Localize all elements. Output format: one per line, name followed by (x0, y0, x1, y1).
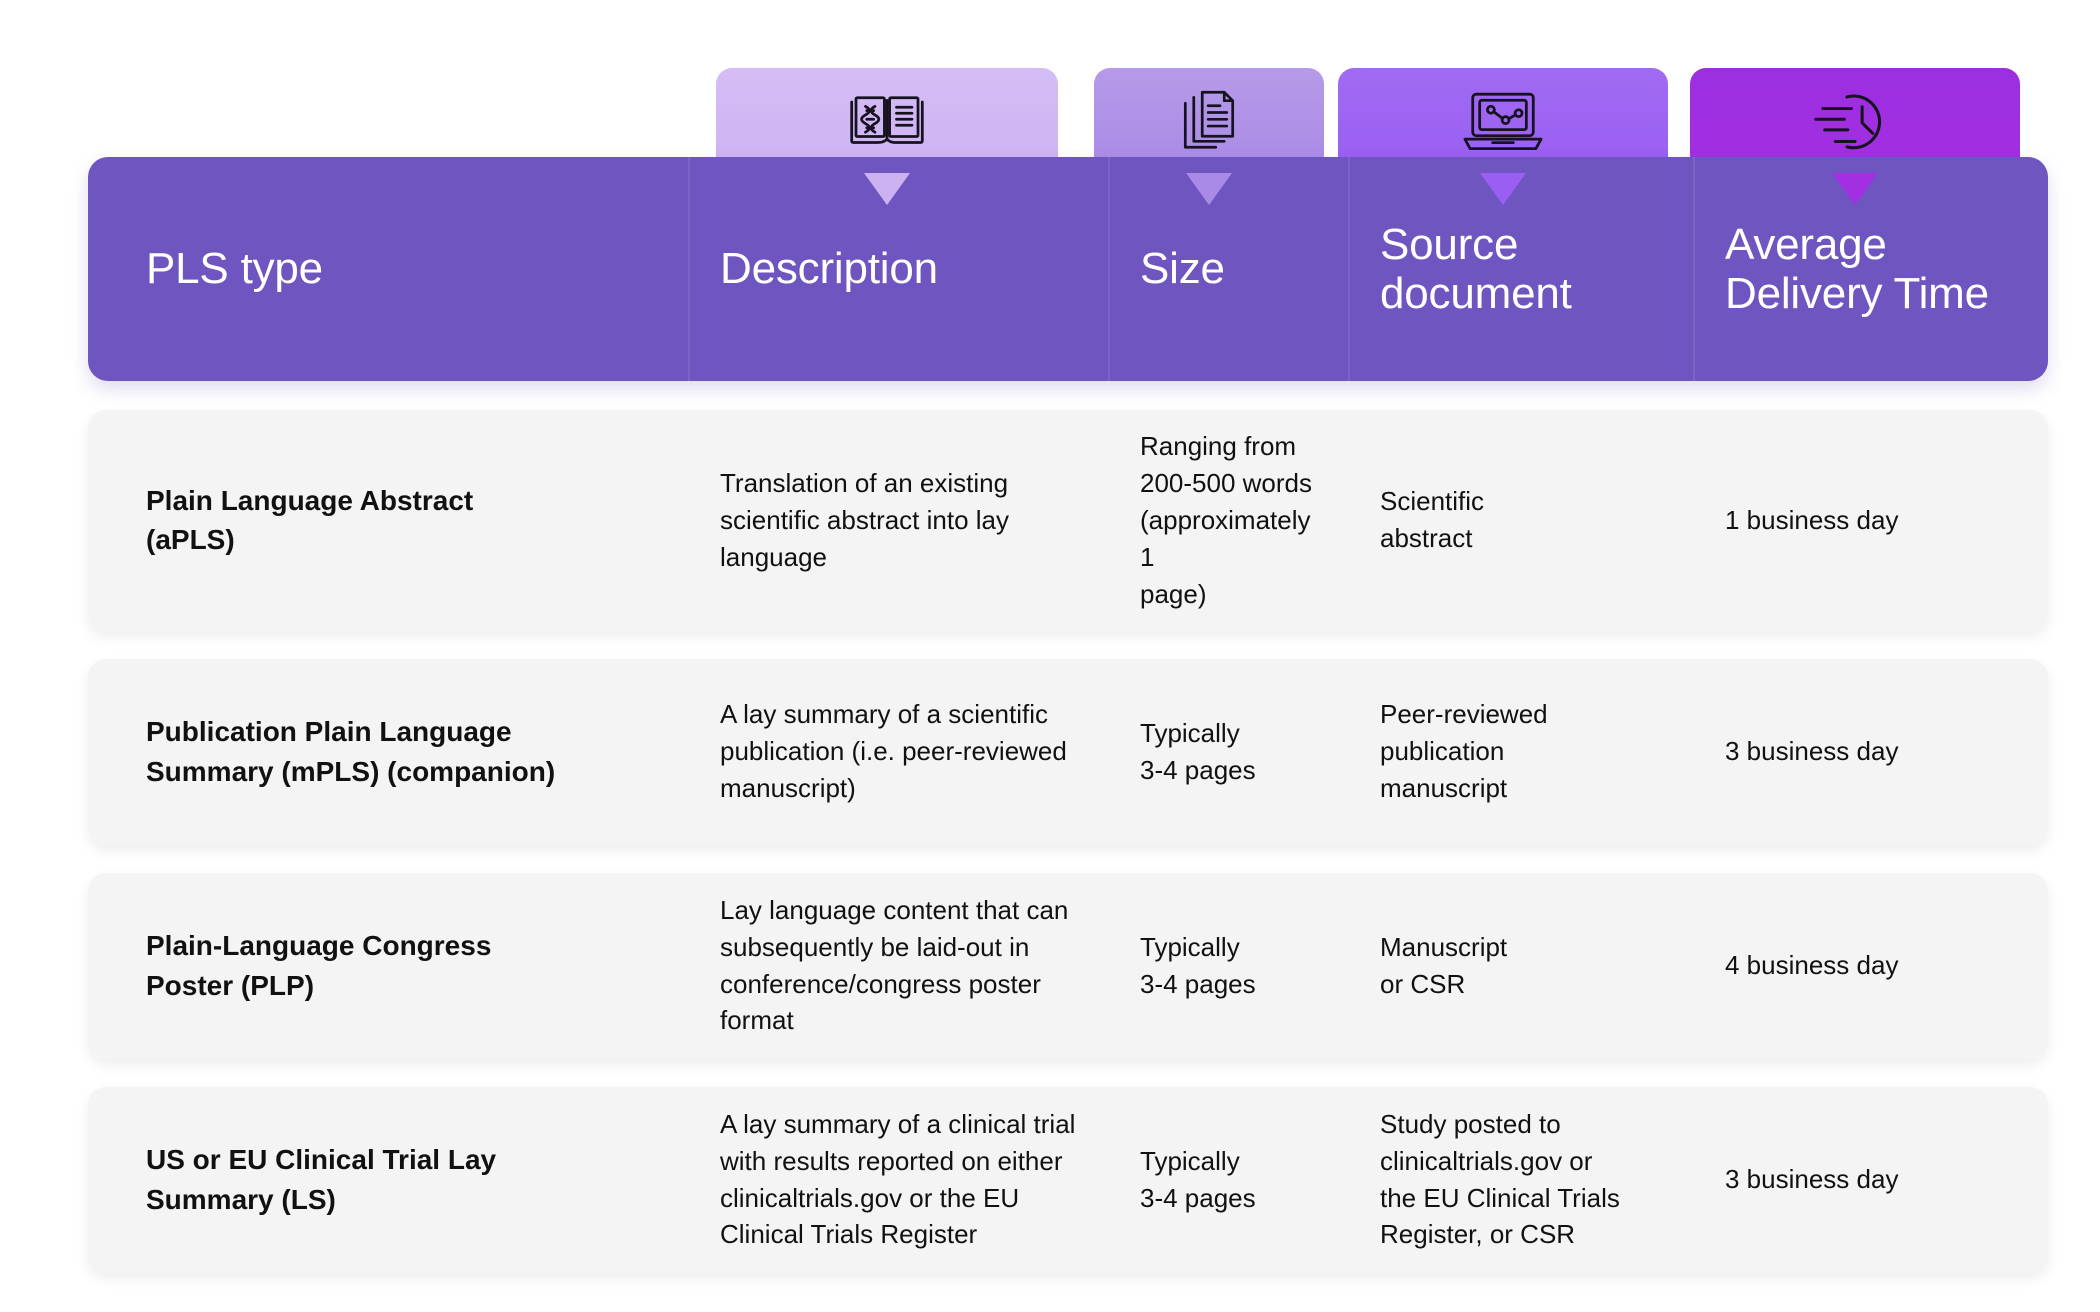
cell-text: 1 business day (1725, 504, 1899, 535)
cell-source-document: Scientific abstract (1348, 465, 1693, 575)
cell-text: Translation of an existing scientific ab… (720, 467, 1010, 572)
cell-text: Publication Plain Language Summary (mPLS… (146, 715, 556, 787)
cell-pls-type: Publication Plain Language Summary (mPLS… (88, 694, 688, 810)
cell-text: Manuscript or CSR (1380, 931, 1508, 999)
cell-description: Lay language content that can subsequent… (688, 874, 1108, 1058)
cell-pls-type: US or EU Clinical Trial Lay Summary (LS) (88, 1122, 688, 1238)
cell-size: Typically 3-4 pages (1108, 1125, 1348, 1235)
cell-delivery-time: 4 business day (1693, 929, 2048, 1002)
cell-text: Typically 3-4 pages (1140, 717, 1256, 785)
cell-delivery-time: 3 business day (1693, 1143, 2048, 1216)
cell-source-document: Study posted to clinicaltrials.gov or th… (1348, 1088, 1693, 1272)
cell-text: Typically 3-4 pages (1140, 931, 1256, 999)
tab-strip (0, 68, 2100, 173)
cell-delivery-time: 3 business day (1693, 715, 2048, 788)
cell-text: 3 business day (1725, 1164, 1899, 1195)
cell-pls-type: Plain Language Abstract (aPLS) (88, 463, 688, 579)
cell-source-document: Manuscript or CSR (1348, 911, 1693, 1021)
tab-size-icon-chip[interactable] (1094, 68, 1324, 173)
table-row[interactable]: Publication Plain Language Summary (mPLS… (88, 658, 2048, 845)
cell-source-document: Peer-reviewed publication manuscript (1348, 678, 1693, 825)
table-header: PLS type Description Size Source documen… (88, 157, 2048, 381)
cell-description: A lay summary of a clinical trial with r… (688, 1088, 1108, 1272)
column-header-size: Size (1108, 157, 1348, 381)
tab-average-delivery-time-icon-chip[interactable] (1690, 68, 2020, 173)
cell-text: Peer-reviewed publication manuscript (1380, 699, 1548, 803)
table-row[interactable]: Plain Language Abstract (aPLS) Translati… (88, 410, 2048, 631)
column-header-pls-type: PLS type (88, 157, 688, 381)
tab-description-icon-chip[interactable] (716, 68, 1058, 173)
cell-text: Ranging from 200-500 words (approximatel… (1140, 431, 1312, 609)
cell-description: Translation of an existing scientific ab… (688, 447, 1108, 594)
cell-text: Plain-Language Congress Poster (PLP) (146, 929, 492, 1001)
cell-text: Study posted to clinicaltrials.gov or th… (1380, 1108, 1620, 1250)
cell-size: Typically 3-4 pages (1108, 697, 1348, 807)
column-header-label: Source document (1380, 219, 1572, 318)
cell-size: Typically 3-4 pages (1108, 911, 1348, 1021)
cell-text: 3 business day (1725, 736, 1899, 767)
cell-text: Lay language content that can subsequent… (720, 894, 1069, 1036)
tab-source-document-icon-chip[interactable] (1338, 68, 1668, 173)
table-row[interactable]: Plain-Language Congress Poster (PLP) Lay… (88, 872, 2048, 1059)
cell-description: A lay summary of a scientific publicatio… (688, 678, 1108, 825)
fast-clock-icon (1812, 88, 1898, 154)
column-header-source-document: Source document (1348, 157, 1693, 381)
column-header-label: Average Delivery Time (1725, 219, 1989, 318)
column-header-label: Size (1140, 244, 1225, 294)
cell-text: A lay summary of a clinical trial with r… (720, 1108, 1076, 1250)
cell-text: Plain Language Abstract (aPLS) (146, 484, 474, 556)
cell-delivery-time: 1 business day (1693, 484, 2048, 557)
cell-text: US or EU Clinical Trial Lay Summary (LS) (146, 1143, 497, 1215)
stacked-documents-icon (1178, 88, 1240, 154)
column-header-description: Description (688, 157, 1108, 381)
column-header-average-delivery-time: Average Delivery Time (1693, 157, 2048, 381)
column-header-label: PLS type (146, 244, 323, 294)
cell-pls-type: Plain-Language Congress Poster (PLP) (88, 908, 688, 1024)
table-body: Plain Language Abstract (aPLS) Translati… (88, 410, 2048, 1301)
cell-text: Typically 3-4 pages (1140, 1145, 1256, 1213)
laptop-line-chart-icon (1457, 89, 1549, 153)
cell-text: 4 business day (1725, 950, 1899, 981)
table-row[interactable]: US or EU Clinical Trial Lay Summary (LS)… (88, 1086, 2048, 1273)
cell-size: Ranging from 200-500 words (approximatel… (1108, 410, 1348, 631)
cell-text: A lay summary of a scientific publicatio… (720, 699, 1067, 803)
column-header-label: Description (720, 244, 938, 294)
cell-text: Scientific abstract (1380, 486, 1485, 554)
open-book-dna-icon (848, 90, 926, 152)
